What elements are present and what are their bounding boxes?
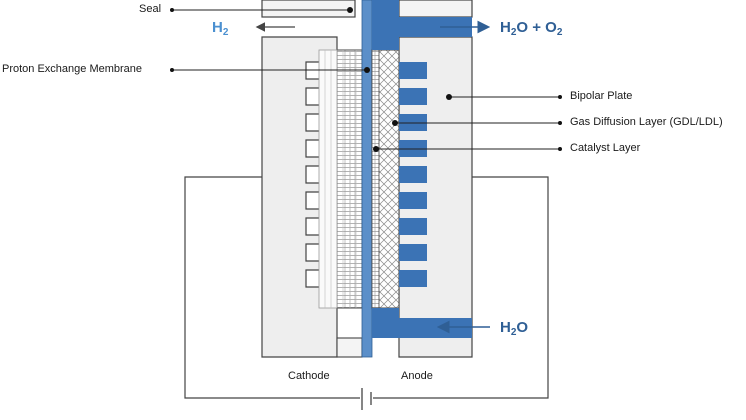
anode-top-cap — [398, 0, 473, 18]
anode-outlet-channel — [372, 0, 472, 50]
anode-flow-channels — [399, 62, 427, 287]
proton-exchange-membrane — [361, 0, 373, 358]
h2o-label: H2O — [500, 319, 529, 338]
circuit-wire — [184, 176, 549, 399]
anode-label: Anode — [401, 370, 433, 382]
battery-icon — [361, 388, 372, 410]
h2-label: H2 — [212, 19, 229, 38]
gdl-label: Gas Diffusion Layer (GDL/LDL) — [570, 116, 723, 128]
catalyst-layer-label: Catalyst Layer — [570, 142, 641, 154]
bipolar-plate-label: Bipolar Plate — [570, 90, 633, 102]
seal-bottom — [336, 337, 363, 358]
h2o-o2-label: H2O + O2 — [500, 19, 563, 38]
pem-label: Proton Exchange Membrane — [2, 63, 143, 75]
cathode-gdl — [318, 49, 338, 309]
cathode-label: Cathode — [288, 370, 330, 382]
seal-top — [261, 0, 356, 18]
callout-leaders — [172, 9, 560, 150]
cathode-catalyst-layer — [336, 49, 363, 309]
callout-dots — [170, 7, 562, 152]
seal-label: Seal — [139, 3, 162, 15]
anode-catalyst-layer — [371, 49, 380, 309]
